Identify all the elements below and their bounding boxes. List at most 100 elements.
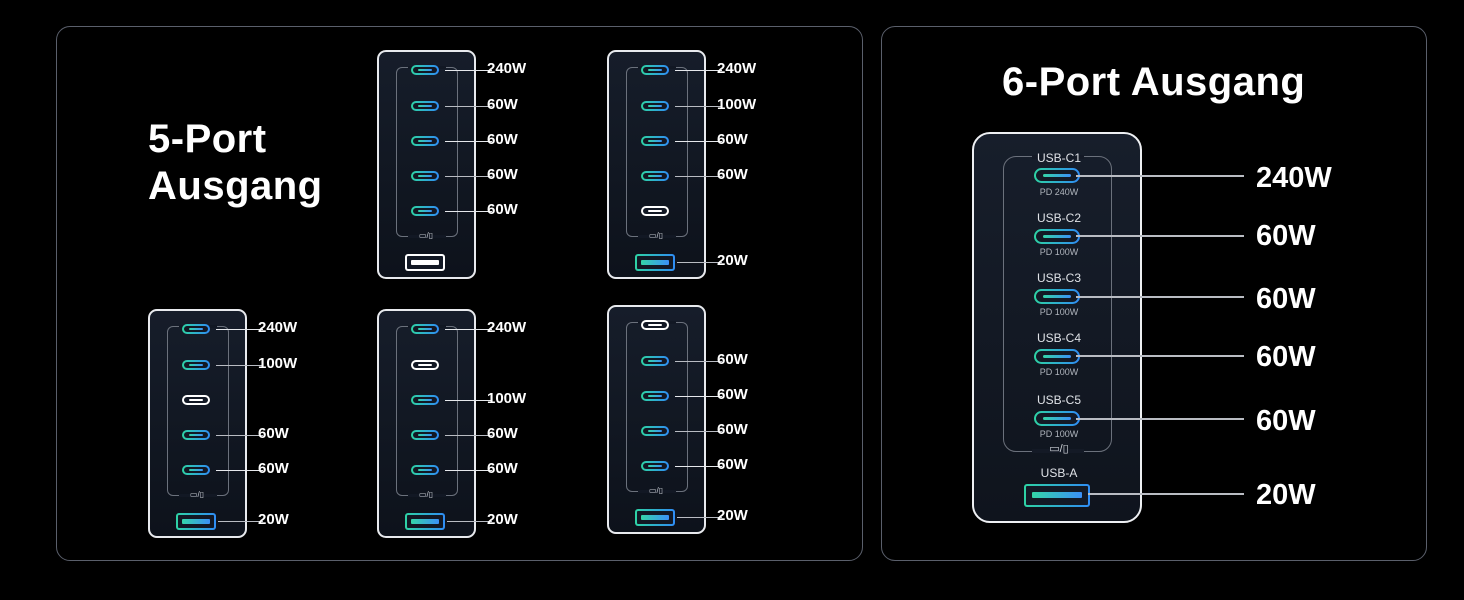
usb-c4-port: [1034, 349, 1080, 364]
leader-line: [675, 176, 722, 177]
usb-c-port: [182, 324, 210, 334]
leader-line-c5: [1076, 418, 1244, 420]
usb-c-port: [641, 426, 669, 436]
port-name-usb-c1: USB-C1: [1036, 151, 1081, 165]
leader-line-c1: [1076, 175, 1244, 177]
watt-label: 240W: [258, 319, 298, 336]
watt-label: 100W: [717, 96, 757, 113]
watt-label-c4: 60W: [1256, 341, 1316, 373]
port-name-usb-a: USB-A: [1040, 466, 1078, 480]
usb-c-port: [411, 206, 439, 216]
watt-label: 20W: [258, 511, 289, 528]
leader-line: [447, 521, 492, 522]
usb-c-port: [411, 324, 439, 334]
port-name-usb-c2: USB-C2: [1036, 211, 1081, 225]
watt-label: 100W: [258, 355, 298, 372]
port-name-usb-c4: USB-C4: [1036, 331, 1081, 345]
watt-label: 60W: [258, 460, 289, 477]
leader-line: [675, 396, 722, 397]
leader-line-c3: [1076, 296, 1244, 298]
usb-c-port: [411, 465, 439, 475]
laptop-phone-icon: ▭/▯: [1049, 443, 1069, 455]
watt-label: 240W: [487, 319, 527, 336]
leader-line: [445, 435, 492, 436]
watt-label: 60W: [258, 425, 289, 442]
leader-line: [675, 70, 722, 71]
laptop-phone-icon: ▭/▯: [649, 486, 664, 495]
leader-line: [675, 431, 722, 432]
usb-c-port: [641, 320, 669, 330]
watt-label: 60W: [717, 351, 748, 368]
usb-c-port: [641, 101, 669, 111]
leader-line: [216, 435, 263, 436]
port-spec-usb-c1: PD 240W: [1039, 187, 1079, 197]
usb-c-port: [641, 136, 669, 146]
usb-c-port: [641, 391, 669, 401]
watt-label: 60W: [487, 166, 518, 183]
watt-label: 60W: [717, 131, 748, 148]
watt-label-c3: 60W: [1256, 283, 1316, 315]
watt-label: 60W: [717, 166, 748, 183]
laptop-phone-icon: ▭/▯: [419, 231, 434, 240]
watt-label: 60W: [487, 425, 518, 442]
usb-c-port: [411, 171, 439, 181]
watt-label: 60W: [487, 201, 518, 218]
usb-c-port: [411, 360, 439, 370]
usb-c5-port: [1034, 411, 1080, 426]
laptop-phone-icon: ▭/▯: [419, 490, 434, 499]
leader-line: [445, 329, 492, 330]
watt-label: 20W: [487, 511, 518, 528]
usb-c-port: [641, 65, 669, 75]
usb-c-port: [641, 171, 669, 181]
usb-c-port: [182, 430, 210, 440]
leader-line: [445, 400, 492, 401]
leader-line: [218, 521, 263, 522]
leader-line: [216, 365, 263, 366]
watt-label-c1: 240W: [1256, 162, 1332, 194]
six-port-charger: USB-C1 PD 240W USB-C2 PD 100W USB-C3 PD …: [972, 132, 1142, 523]
usb-a-port: [405, 513, 445, 530]
watt-label: 60W: [487, 460, 518, 477]
usb-c-port: [182, 360, 210, 370]
leader-line: [675, 361, 722, 362]
charger-config-b: ▭/▯: [607, 50, 706, 279]
charger-config-d: ▭/▯: [377, 309, 476, 538]
port-name-usb-c5: USB-C5: [1036, 393, 1081, 407]
leader-line: [445, 470, 492, 471]
watt-label: 60W: [487, 131, 518, 148]
watt-label: 60W: [717, 421, 748, 438]
watt-label: 20W: [717, 507, 748, 524]
watt-label: 240W: [487, 60, 527, 77]
five-port-title: 5-Port Ausgang: [148, 116, 323, 210]
usb-c-port: [411, 136, 439, 146]
usb-c-port: [411, 65, 439, 75]
usb-c2-port: [1034, 229, 1080, 244]
watt-label: 60W: [717, 456, 748, 473]
port-spec-usb-c2: PD 100W: [1039, 247, 1079, 257]
watt-label: 100W: [487, 390, 527, 407]
usb-c-port: [411, 395, 439, 405]
usb-c3-port: [1034, 289, 1080, 304]
leader-line-a: [1088, 493, 1244, 495]
leader-line: [445, 211, 492, 212]
usb-c-port: [641, 356, 669, 366]
usb-c-port: [641, 206, 669, 216]
leader-line: [675, 466, 722, 467]
leader-line: [445, 70, 492, 71]
usb-a-port: [635, 509, 675, 526]
leader-line: [445, 141, 492, 142]
leader-line: [677, 262, 722, 263]
leader-line-c2: [1076, 235, 1244, 237]
port-name-usb-c3: USB-C3: [1036, 271, 1081, 285]
leader-line: [445, 176, 492, 177]
leader-line: [216, 329, 263, 330]
usb-c-port: [182, 465, 210, 475]
leader-line: [675, 141, 722, 142]
five-port-title-line1: 5-Port: [148, 117, 267, 161]
watt-label-a: 20W: [1256, 479, 1316, 511]
watt-label: 20W: [717, 252, 748, 269]
usb-c-port: [411, 430, 439, 440]
port-spec-usb-c3: PD 100W: [1039, 307, 1079, 317]
usb-a-port: [635, 254, 675, 271]
watt-label: 60W: [487, 96, 518, 113]
